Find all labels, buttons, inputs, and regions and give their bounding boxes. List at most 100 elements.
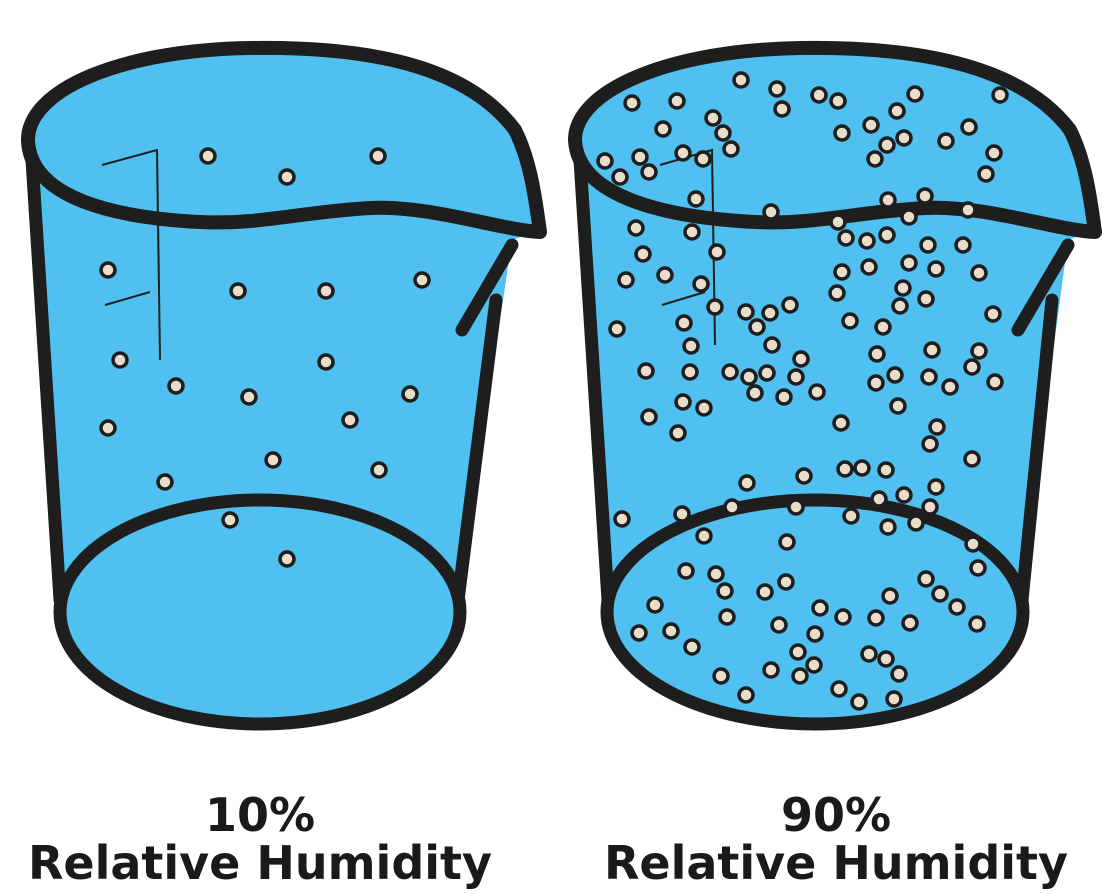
water-molecule	[867, 609, 885, 627]
water-molecule	[317, 353, 335, 371]
water-molecule	[810, 86, 828, 104]
molecule-group-high	[596, 71, 1009, 711]
beaker-high-humidity	[568, 40, 1102, 731]
water-molecule	[984, 305, 1002, 323]
water-molecule	[768, 80, 786, 98]
water-molecule	[836, 460, 854, 478]
water-molecule	[970, 264, 988, 282]
humidity-percent: 90%	[780, 788, 892, 842]
water-molecule	[623, 94, 641, 112]
water-molecule	[894, 279, 912, 297]
water-molecule	[673, 505, 691, 523]
water-molecule	[675, 314, 693, 332]
water-molecule	[694, 150, 712, 168]
measurement-marks	[101, 148, 161, 361]
water-molecule	[695, 399, 713, 417]
water-molecule	[811, 599, 829, 617]
water-molecule	[738, 474, 756, 492]
water-molecule	[662, 622, 680, 640]
water-molecule	[977, 165, 995, 183]
water-molecule	[401, 385, 419, 403]
water-molecule	[907, 514, 925, 532]
water-molecule	[732, 71, 750, 89]
water-molecule	[99, 419, 117, 437]
water-molecule	[870, 490, 888, 508]
beaker-right-wall	[451, 238, 519, 607]
water-molecule	[637, 362, 655, 380]
water-molecule	[806, 625, 824, 643]
water-molecule	[630, 624, 648, 642]
humidity-label: Relative Humidity	[28, 836, 492, 890]
beaker-right-wall	[1011, 238, 1075, 607]
water-molecule	[920, 368, 938, 386]
water-molecule	[712, 667, 730, 685]
water-molecule	[681, 363, 699, 381]
water-molecule	[640, 163, 658, 181]
water-molecule	[858, 232, 876, 250]
water-molecule	[877, 461, 895, 479]
water-molecule	[716, 582, 734, 600]
water-molecule	[762, 203, 780, 221]
water-molecule	[792, 350, 810, 368]
water-molecule	[991, 86, 1009, 104]
water-molecule	[868, 345, 886, 363]
water-molecule	[881, 587, 899, 605]
water-molecule	[889, 397, 907, 415]
water-molecule	[879, 191, 897, 209]
water-molecule	[111, 351, 129, 369]
water-molecule	[888, 102, 906, 120]
water-molecule	[199, 147, 217, 165]
water-molecule	[805, 656, 823, 674]
water-molecule	[969, 559, 987, 577]
water-molecule	[748, 318, 766, 336]
water-molecule	[761, 304, 779, 322]
water-molecule	[708, 243, 726, 261]
water-molecule	[341, 411, 359, 429]
water-molecule	[877, 650, 895, 668]
water-molecule	[937, 132, 955, 150]
water-molecule	[923, 341, 941, 359]
water-molecule	[718, 608, 736, 626]
water-molecule	[885, 690, 903, 708]
water-molecule	[167, 377, 185, 395]
water-molecule	[608, 320, 626, 338]
water-molecule	[611, 168, 629, 186]
water-molecule	[669, 424, 687, 442]
molecule-group-low	[99, 147, 431, 568]
water-molecule	[964, 535, 982, 553]
beaker-rim	[21, 40, 547, 239]
beaker-rim	[568, 40, 1102, 239]
water-molecule	[722, 140, 740, 158]
water-molecule	[787, 498, 805, 516]
water-molecule	[692, 275, 710, 293]
water-molecule	[758, 364, 776, 382]
measurement-marks	[659, 148, 716, 346]
water-molecule	[640, 408, 658, 426]
water-molecule	[954, 236, 972, 254]
water-molecule	[921, 498, 939, 516]
water-molecule	[99, 261, 117, 279]
water-molecule	[278, 550, 296, 568]
water-molecule	[842, 507, 860, 525]
water-molecule	[874, 318, 892, 336]
water-molecule	[853, 459, 871, 477]
water-molecule	[860, 645, 878, 663]
water-molecule	[968, 615, 986, 633]
water-molecule	[833, 263, 851, 281]
water-molecule	[900, 254, 918, 272]
water-molecule	[878, 136, 896, 154]
water-molecule	[714, 124, 732, 142]
water-molecule	[867, 374, 885, 392]
water-molecule	[778, 533, 796, 551]
water-molecule	[775, 388, 793, 406]
beaker-bottom	[53, 493, 467, 731]
water-molecule	[917, 290, 935, 308]
water-molecule	[986, 373, 1004, 391]
water-molecule	[916, 187, 934, 205]
water-molecule	[781, 296, 799, 314]
water-molecule	[221, 511, 239, 529]
water-molecule	[931, 585, 949, 603]
water-molecule	[959, 201, 977, 219]
beaker-left-wall	[573, 153, 615, 607]
water-molecule	[668, 92, 686, 110]
